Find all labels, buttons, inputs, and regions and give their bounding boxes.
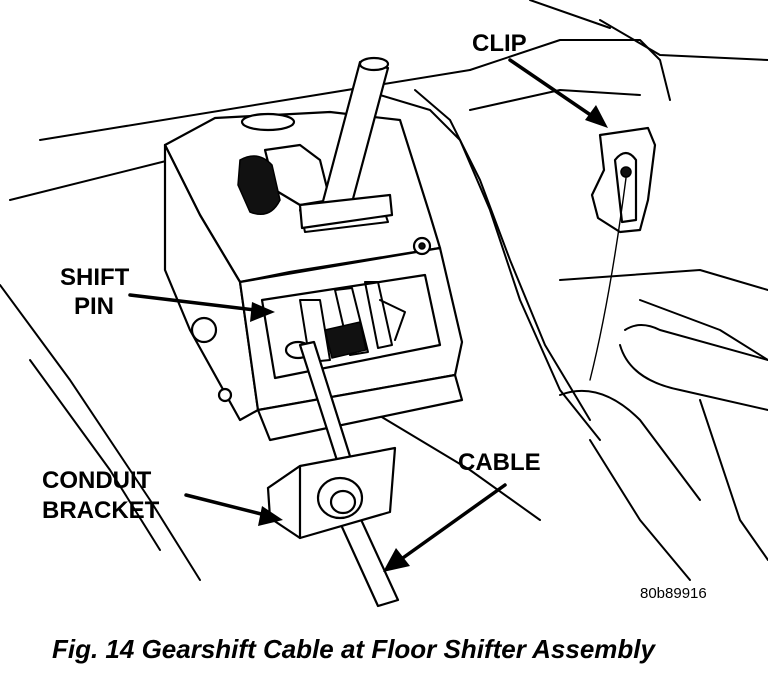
- conduit-bracket-label-line1: CONDUIT: [42, 467, 152, 494]
- cable-label: CABLE: [458, 449, 541, 476]
- shift-cable: [298, 340, 400, 608]
- shift-pin-label-line2: PIN: [74, 293, 114, 320]
- figure-code: 80b89916: [640, 585, 707, 602]
- floor-console-outline: [0, 0, 768, 581]
- shift-pin-label-line1: SHIFT: [60, 264, 130, 291]
- callout-arrows: [128, 58, 608, 572]
- figure-caption: Fig. 14 Gearshift Cable at Floor Shifter…: [52, 634, 657, 664]
- gearshift-lever: [298, 56, 394, 230]
- shifter-housing: [163, 110, 464, 442]
- clip-label: CLIP: [472, 30, 527, 57]
- conduit-bracket: [266, 446, 397, 540]
- conduit-bracket-label-line2: BRACKET: [42, 497, 160, 524]
- retaining-clip: [589, 126, 657, 381]
